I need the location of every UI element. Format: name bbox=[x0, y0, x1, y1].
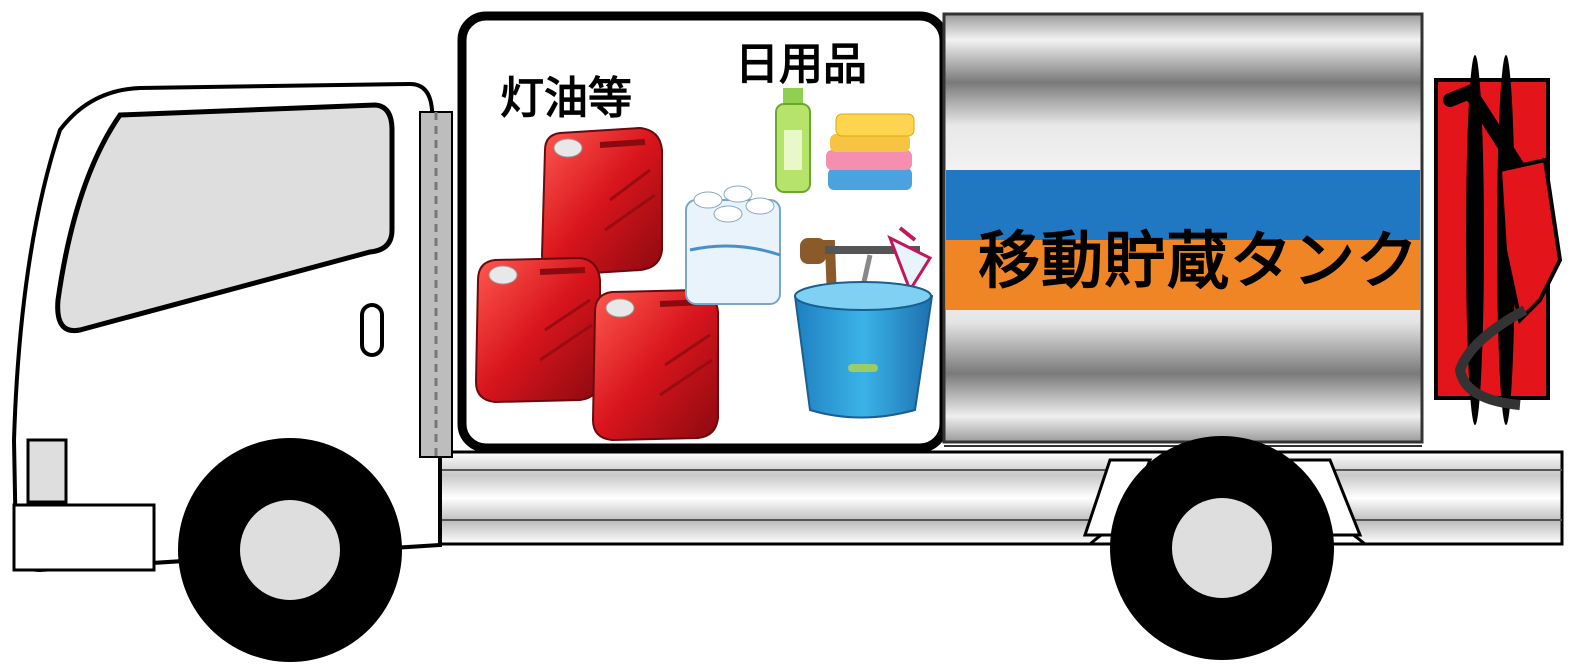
cab-window bbox=[55, 102, 395, 334]
door-handle bbox=[360, 303, 384, 357]
kerosene-label: 灯油等 bbox=[500, 73, 632, 124]
jerrycan-icon bbox=[591, 288, 719, 442]
detergent-bottle-icon bbox=[775, 88, 811, 193]
rear-wheel bbox=[1110, 436, 1334, 660]
tank-label: 移動貯蔵タンク bbox=[978, 224, 1420, 297]
bumper bbox=[12, 503, 156, 572]
jerrycan-icon bbox=[474, 256, 601, 404]
toilet-paper-icon bbox=[685, 185, 781, 305]
daily-goods-label: 日用品 bbox=[735, 39, 867, 90]
sponge-icon bbox=[826, 113, 915, 190]
fuel-nozzle-icon bbox=[1434, 55, 1563, 425]
tank-stripe-blue bbox=[946, 170, 1420, 240]
front-wheel bbox=[178, 438, 402, 662]
headlight bbox=[26, 438, 68, 504]
storage-tank bbox=[942, 12, 1424, 447]
tank-stripe-orange bbox=[946, 240, 1420, 310]
bucket-icon bbox=[793, 226, 934, 419]
jerrycan-icon bbox=[540, 126, 663, 277]
